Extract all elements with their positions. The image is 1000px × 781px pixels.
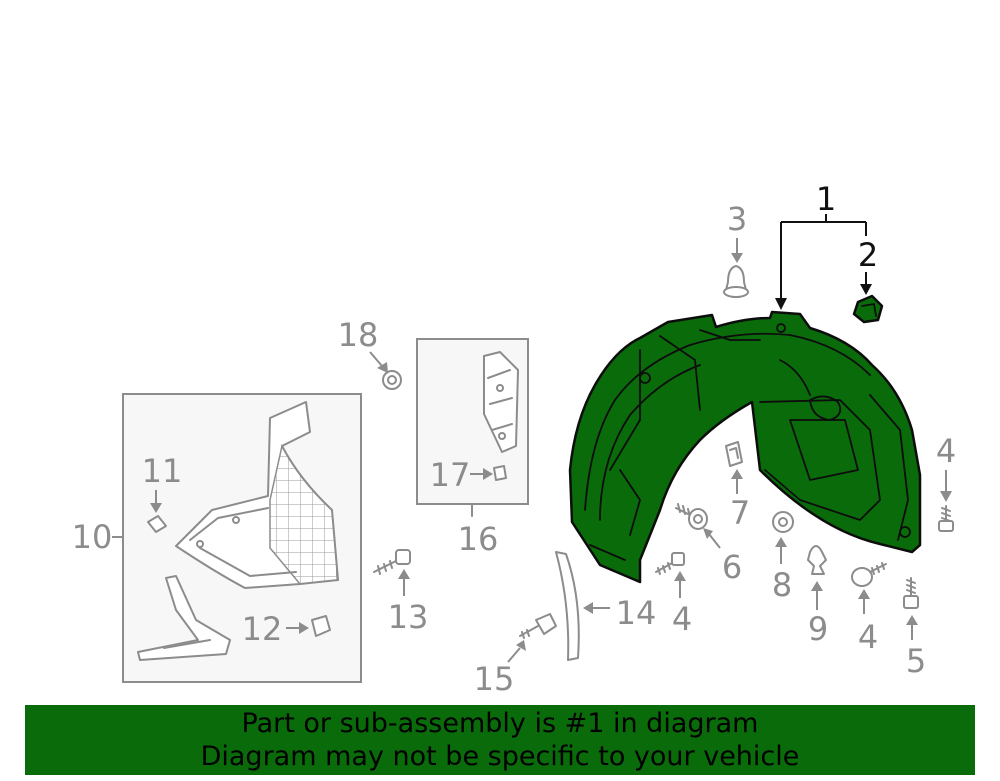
callout-13: 13 <box>388 598 429 636</box>
callout-4-lower: 4 <box>858 618 878 656</box>
info-banner: Part or sub-assembly is #1 in diagram Di… <box>25 705 975 775</box>
callout-15: 15 <box>474 660 515 698</box>
callout-7: 7 <box>730 494 750 532</box>
clip-part-7[interactable] <box>725 441 743 467</box>
callout-2: 2 <box>858 236 878 274</box>
splash-shield-group-box-10 <box>122 393 362 683</box>
callout-10: 10 <box>72 518 113 556</box>
bolt-part-4-lower[interactable] <box>851 562 887 587</box>
callout-12: 12 <box>242 610 283 648</box>
bolt-part-6[interactable] <box>675 503 708 530</box>
push-pin-part-3[interactable] <box>723 265 749 298</box>
bolt-part-5[interactable] <box>903 577 919 609</box>
callout-11: 11 <box>142 452 183 490</box>
banner-line-2: Diagram may not be specific to your vehi… <box>200 741 800 772</box>
push-clip-part-9[interactable] <box>807 545 827 575</box>
callout-6: 6 <box>722 548 742 586</box>
fender-liner-part[interactable] <box>568 310 922 584</box>
callout-4-middle: 4 <box>672 600 692 638</box>
bolt-part-4-right[interactable] <box>938 505 954 532</box>
bolt-part-4-middle[interactable] <box>655 552 685 575</box>
callout-16: 16 <box>458 520 499 558</box>
callout-8: 8 <box>772 566 792 604</box>
callout-5: 5 <box>906 642 926 680</box>
banner-line-1: Part or sub-assembly is #1 in diagram <box>241 708 759 739</box>
callout-3: 3 <box>727 200 747 238</box>
bracket-group-box-16 <box>416 338 529 505</box>
clip-part-2[interactable] <box>852 294 884 324</box>
trim-strip-part-14[interactable] <box>555 551 580 661</box>
callout-9: 9 <box>808 610 828 648</box>
callout-18: 18 <box>338 316 379 354</box>
callout-1: 1 <box>816 180 836 218</box>
callout-17: 17 <box>430 456 471 494</box>
bolt-part-13[interactable] <box>373 549 411 575</box>
clip-part-15[interactable] <box>519 613 557 639</box>
callout-4-right: 4 <box>936 432 956 470</box>
nut-part-8[interactable] <box>772 511 794 533</box>
callout-14: 14 <box>616 594 657 632</box>
nut-part-18[interactable] <box>382 370 402 390</box>
